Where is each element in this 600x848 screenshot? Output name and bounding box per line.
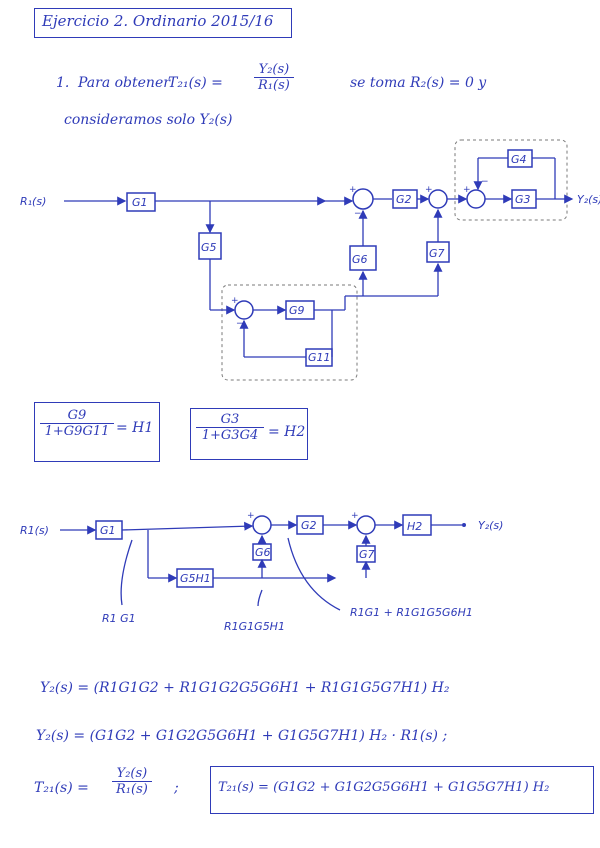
intro-line2: consideramos solo Y₂(s) [64,112,233,128]
input-label: R1(s) [20,524,49,537]
equiv-h2-rhs: = H2 [268,424,306,440]
title-box [34,8,292,38]
equiv-h1-num: G9 [40,408,114,424]
block-g5h1-label: G5H1 [180,572,211,585]
tf-numerator: Y₂(s) [254,62,294,78]
output-label: Y₂(s) [478,519,503,532]
block-h2-label: H2 [407,520,422,533]
equiv-box-h1 [34,402,160,462]
annotation-2: R1G1G5H1 [224,620,285,633]
block-g5-label: G5 [201,241,217,254]
equiv-h2-den: 1+G3G4 [201,428,259,443]
intro-condition: se toma R₂(s) = 0 y [350,75,487,91]
sign-plus: + [247,511,255,521]
sign-plus: + [463,185,471,195]
sign-plus: + [351,511,359,521]
equiv-h2-num: G3 [196,412,264,428]
result-box [210,766,594,814]
tf-fraction: Y₂(s) R₁(s) [254,62,294,93]
equiv-h2-fraction: G3 1+G3G4 [196,412,264,443]
block-g2-label: G2 [301,519,317,532]
equiv-box-h2 [190,408,308,460]
equation-3-separator: ; [174,780,179,796]
page-title: Ejercicio 2. Ordinario 2015/16 [42,12,274,30]
annotation-1: R1 G1 [102,612,136,625]
equation-2: Y₂(s) = (G1G2 + G1G2G5G6H1 + G1G5G7H1) H… [36,728,448,744]
input-label: R₁(s) [20,195,46,208]
equiv-h1-rhs: = H1 [116,420,154,436]
sign-plus: + [425,185,433,195]
equation-1: Y₂(s) = (R1G1G2 + R1G1G2G5G6H1 + R1G1G5G… [40,680,450,696]
block-g4-label: G4 [511,153,527,166]
block-g6-label: G6 [352,253,368,266]
sign-minus: − [236,319,244,329]
intro-para: Para obtener [78,75,170,91]
block-g1-label: G1 [100,524,116,537]
block-g2-label: G2 [396,193,412,206]
block-g7-label: G7 [429,247,445,260]
block-g6-label: G6 [255,546,271,559]
annotation-3: R1G1 + R1G1G5G6H1 [350,606,473,619]
annotation-curve-2 [257,589,263,607]
eq3-denominator: R₁(s) [116,782,148,797]
block-g1-label: G1 [132,196,148,209]
annotation-curve-3 [287,537,341,611]
block-g11-label: G11 [308,351,331,364]
equation-3-fraction: Y₂(s) R₁(s) [112,766,152,797]
sum-junction-1 [252,515,272,535]
result-equation: T₂₁(s) = (G1G2 + G1G2G5G6H1 + G1G5G7H1) … [218,780,550,795]
sign-plus: + [231,296,239,306]
item-number: 1. [56,75,70,91]
group-g9-g11 [221,284,358,381]
block-g3-label: G3 [515,193,531,206]
sign-minus: − [481,177,489,187]
output-label: Y₂(s) [577,193,600,206]
block-g9-label: G9 [289,304,305,317]
tf-lhs: T₂₁(s) = [168,75,223,91]
tf-denominator: R₁(s) [258,78,290,93]
equation-3-lhs: T₂₁(s) = [34,780,89,796]
eq3-numerator: Y₂(s) [112,766,152,782]
annotation-curve-1 [120,539,133,606]
equiv-h1-den: 1+G9G11 [44,424,110,439]
block-g1 [126,192,156,212]
block-g7-label: G7 [359,548,375,561]
group-g3-g4 [454,139,568,221]
equiv-h1-fraction: G9 1+G9G11 [40,408,114,439]
sign-plus: + [349,185,357,195]
sum-junction-2 [356,515,376,535]
sign-minus: − [354,209,362,219]
